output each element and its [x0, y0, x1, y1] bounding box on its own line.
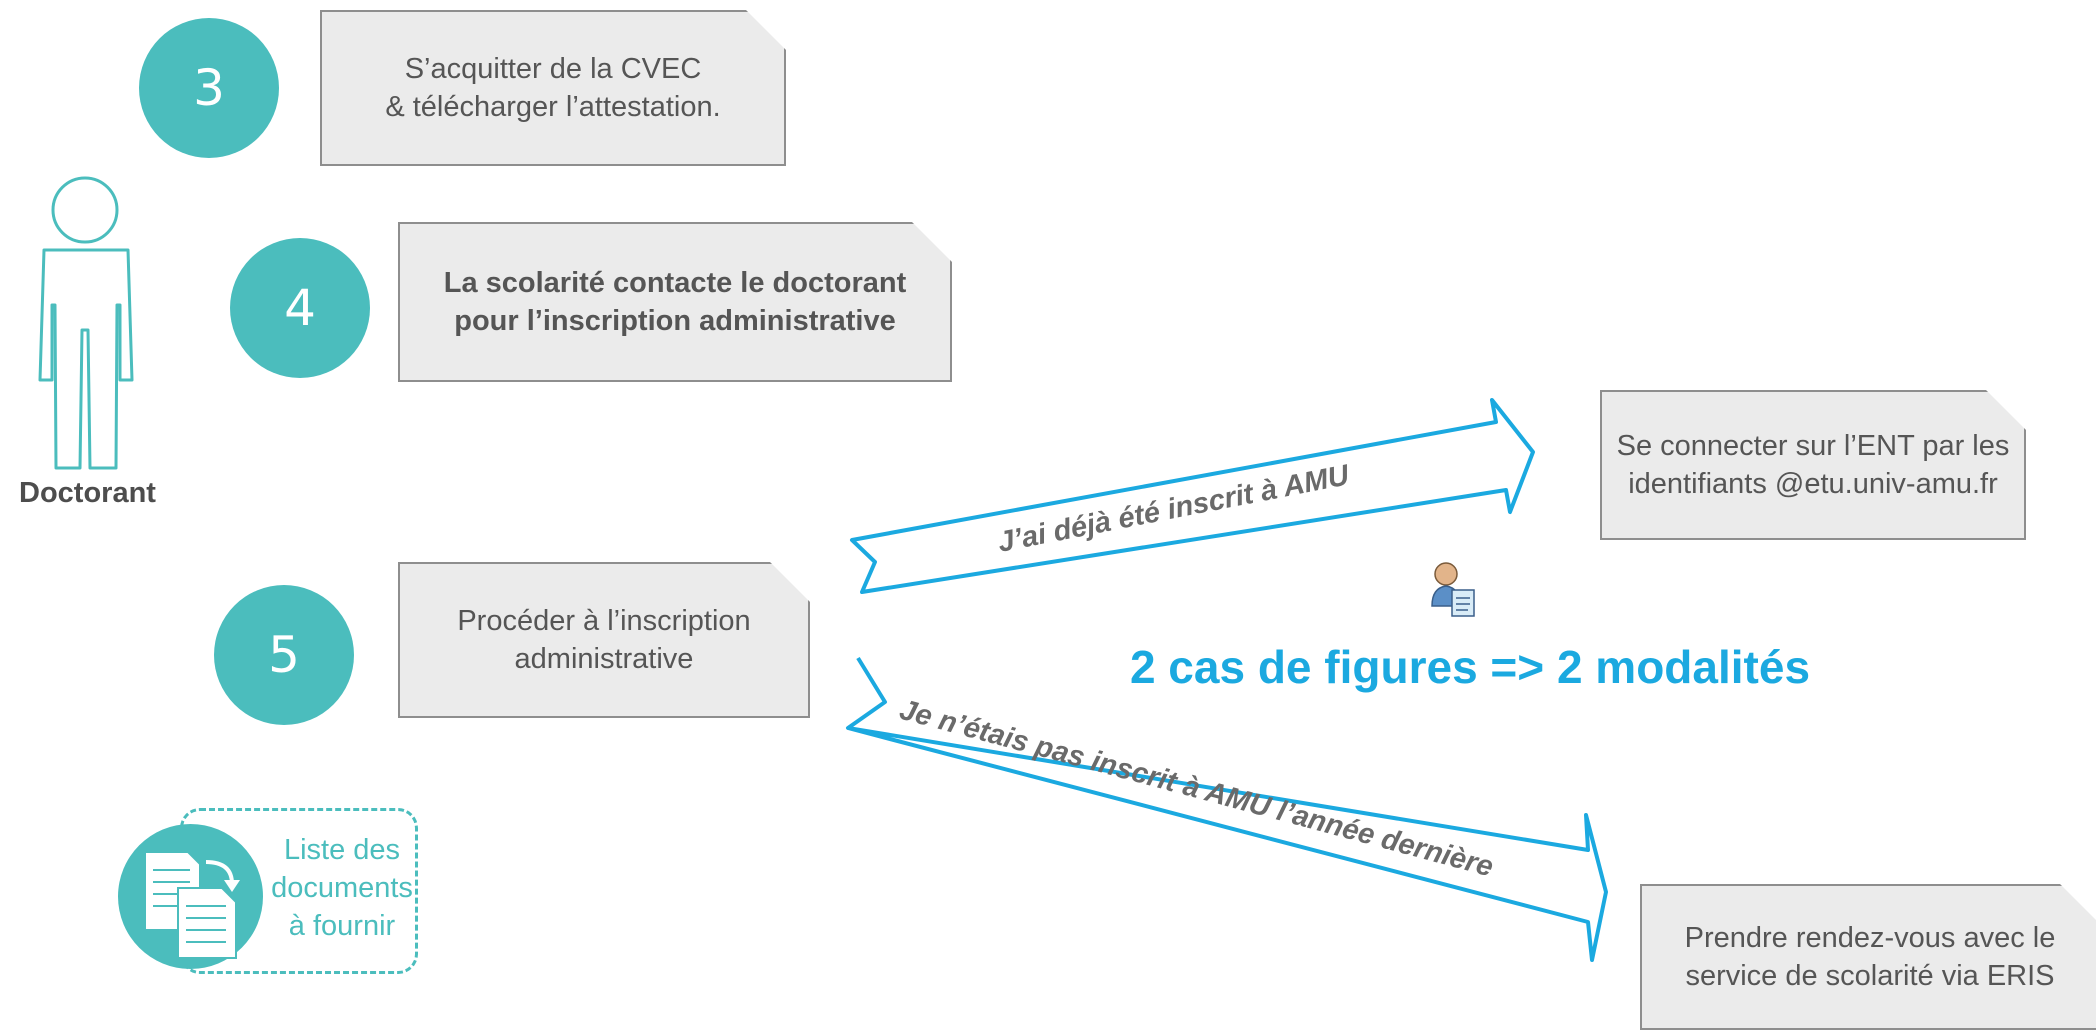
step-3-number: 3	[193, 59, 225, 117]
documents-line3: à fournir	[288, 910, 396, 942]
upper-arrow	[850, 398, 1535, 594]
step-4-circle: 4	[230, 238, 370, 378]
step-4-line1: La scolarité contacte le doctorant	[443, 267, 907, 299]
step-4-line2: pour l’inscription administrative	[454, 305, 896, 337]
outcome-upper-line1: Se connecter sur l’ENT par les	[1616, 430, 2010, 462]
actor-label: Doctorant	[19, 477, 156, 509]
documents-line2: documents	[271, 872, 413, 904]
step-3-circle: 3	[139, 18, 279, 158]
step-5-line1: Procéder à l’inscription	[457, 605, 751, 637]
step-5-number: 5	[268, 626, 300, 684]
outcome-lower-line2: service de scolarité via ERIS	[1685, 960, 2055, 992]
step-3-line2: & télécharger l’attestation.	[385, 91, 721, 123]
step-5-circle: 5	[214, 585, 354, 725]
headline: 2 cas de figures => 2 modalités	[1129, 641, 1811, 693]
outcome-upper-note: Se connecter sur l’ENT par les identifia…	[1600, 390, 2026, 540]
documents-label: Liste des documents à fournir	[262, 831, 422, 945]
lower-arrow	[846, 656, 1608, 962]
step-4-note: La scolarité contacte le doctorant pour …	[398, 222, 952, 382]
documents-line1: Liste des	[283, 834, 401, 866]
outcome-lower-note: Prendre rendez-vous avec le service de s…	[1640, 884, 2096, 1030]
outcome-lower-line1: Prendre rendez-vous avec le	[1684, 922, 2056, 954]
outcome-upper-line2: identifiants @etu.univ-amu.fr	[1628, 468, 1998, 500]
step-5-note: Procéder à l’inscription administrative	[398, 562, 810, 718]
step-3-line1: S’acquitter de la CVEC	[404, 53, 702, 85]
step-4-number: 4	[284, 279, 316, 337]
step-5-line2: administrative	[514, 643, 694, 675]
step-3-note: S’acquitter de la CVEC & télécharger l’a…	[320, 10, 786, 166]
